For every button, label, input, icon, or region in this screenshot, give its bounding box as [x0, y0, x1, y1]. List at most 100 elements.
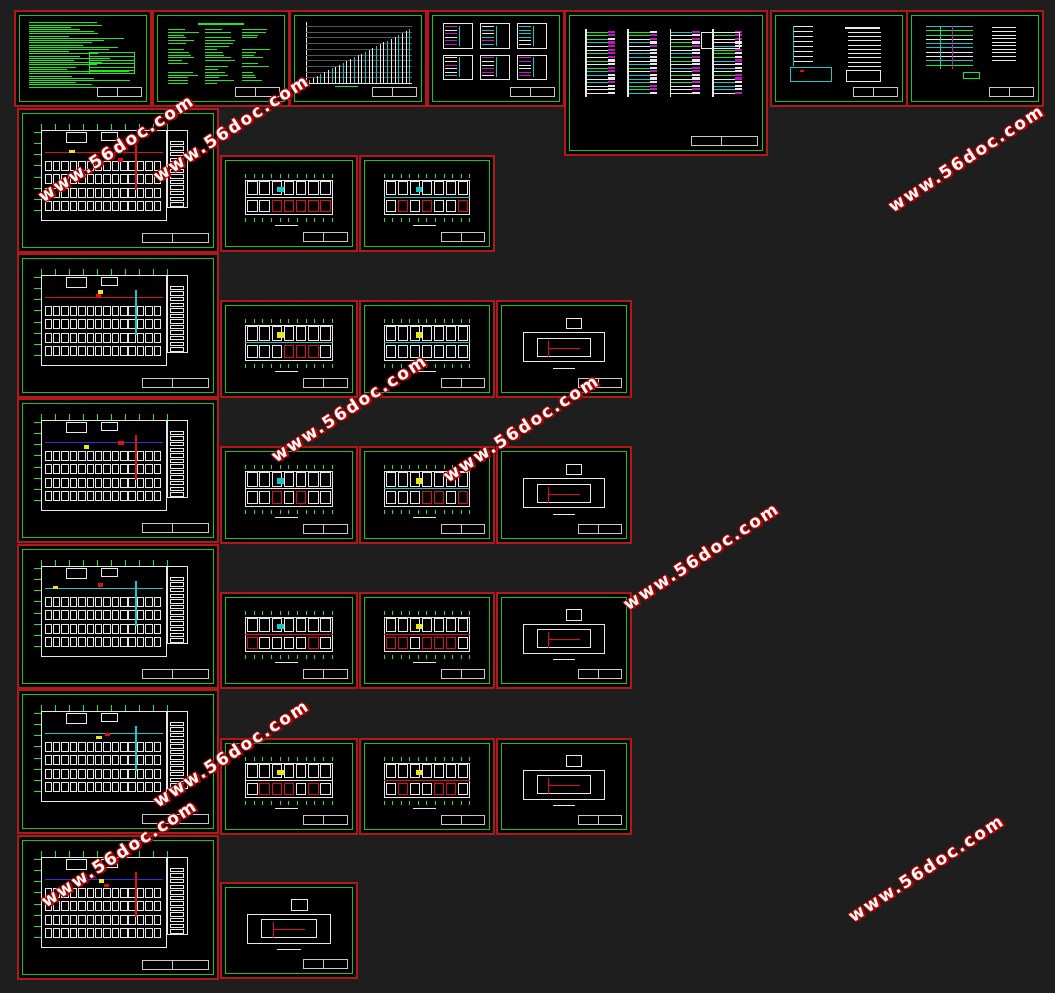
drawing-sheet-plan-rect[interactable]	[220, 446, 358, 544]
parking-bay	[103, 201, 111, 212]
parking-bay	[61, 901, 69, 912]
drawing-sheet-plan-roof[interactable]	[220, 882, 358, 979]
riser-floor-line	[926, 51, 973, 53]
plan-dimension	[434, 801, 436, 806]
plan-dimension	[460, 756, 462, 762]
notes-text-line	[167, 83, 189, 85]
drawing-sheet-notes-text[interactable]	[152, 10, 290, 107]
parking-bay	[170, 308, 185, 313]
title-block	[142, 523, 209, 533]
riser-branch	[586, 42, 608, 44]
parking-bay	[170, 313, 185, 319]
parking-bay	[103, 477, 111, 488]
parking-bay	[145, 305, 153, 316]
notes-text-line	[28, 53, 98, 55]
parking-bay	[120, 491, 128, 502]
parking-bay	[136, 174, 145, 185]
riser-device	[607, 37, 615, 41]
plan-dimension	[305, 655, 307, 660]
drawing-sheet-plan-rect[interactable]	[359, 446, 495, 544]
drawing-sheet-riser-b[interactable]	[906, 10, 1044, 107]
drawing-sheet-plan-rect[interactable]	[220, 300, 358, 398]
plan-dimension	[138, 850, 140, 857]
roof-hip	[523, 478, 537, 484]
plan-device	[97, 583, 104, 587]
plan-dimension	[452, 464, 453, 470]
plan-dimension	[41, 850, 42, 857]
plan-outline	[383, 324, 471, 361]
sheet-content	[507, 456, 621, 528]
roof-stair-core	[291, 899, 308, 911]
drawing-sheet-plan-rect[interactable]	[359, 155, 495, 252]
plan-room	[457, 472, 469, 487]
title-block	[440, 669, 485, 679]
plan-dimension	[138, 413, 140, 420]
parking-bay	[170, 576, 185, 582]
riser-branch	[713, 42, 735, 44]
drawing-sheet-plan-l[interactable]	[17, 544, 219, 689]
plan-dimension	[426, 173, 427, 179]
schematic-line	[519, 36, 531, 38]
riser-branch	[713, 35, 735, 37]
parking-bay	[145, 450, 153, 461]
parking-bay	[94, 319, 103, 330]
drawing-sheet-schematic-grid[interactable]	[427, 10, 565, 107]
drawing-sheet-notes-dense[interactable]	[14, 10, 152, 107]
drawing-sheet-plan-roof[interactable]	[496, 738, 632, 835]
plan-dimension	[138, 704, 140, 711]
parking-bay	[61, 741, 69, 752]
drawing-sheet-plan-rect[interactable]	[359, 592, 495, 689]
drawing-sheet-bar-chart[interactable]	[289, 10, 427, 107]
riser-device	[650, 48, 658, 51]
plan-room	[308, 344, 319, 358]
parking-bay	[111, 464, 120, 475]
parking-bay	[120, 319, 128, 330]
plan-dimension	[305, 464, 307, 470]
drawing-sheet-plan-rect[interactable]	[359, 300, 495, 398]
riser-device	[692, 41, 700, 44]
plan-room	[445, 763, 457, 779]
notes-text-line	[28, 48, 109, 50]
plan-dimension	[288, 218, 289, 223]
drawing-sheet-plan-roof[interactable]	[496, 592, 632, 689]
riser-device	[607, 59, 615, 62]
plan-dimension	[409, 756, 410, 762]
parking-bay	[170, 319, 185, 324]
plan-room	[283, 326, 295, 341]
notes-text-line	[28, 35, 69, 37]
riser-branch	[628, 92, 651, 94]
drawing-sheet-plan-l[interactable]	[17, 835, 219, 980]
plan-dimension	[331, 655, 333, 660]
notes-text-line	[167, 51, 189, 53]
notes-text-line	[204, 51, 224, 53]
parking-bay	[94, 887, 103, 898]
drawing-sheet-plan-l[interactable]	[17, 108, 219, 253]
plan-dimension	[331, 756, 333, 762]
schematic-bus	[458, 57, 461, 78]
plan-room	[457, 782, 469, 796]
plan-dimension	[34, 791, 42, 792]
drawing-sheet-plan-rect[interactable]	[220, 738, 358, 835]
drawing-sheet-plan-l[interactable]	[17, 253, 219, 398]
parking-bay	[120, 477, 128, 488]
schematic-line	[444, 36, 457, 38]
plan-dimension	[34, 142, 42, 144]
parking-bay	[170, 168, 185, 174]
drawing-sheet-plan-rect[interactable]	[359, 738, 495, 835]
drawing-sheet-riser-wide[interactable]	[564, 10, 768, 156]
parking-bay	[78, 319, 86, 330]
plan-room	[433, 472, 445, 487]
plan-room	[409, 199, 421, 213]
sheet-content	[507, 310, 621, 382]
drawing-sheet-plan-rect[interactable]	[220, 155, 358, 252]
drawing-sheet-plan-roof[interactable]	[496, 300, 632, 398]
plan-dimension	[452, 363, 453, 369]
drawing-sheet-plan-roof[interactable]	[496, 446, 632, 544]
drawing-sheet-plan-l[interactable]	[17, 689, 219, 834]
drawing-sheet-plan-rect[interactable]	[220, 592, 358, 689]
plan-room	[457, 490, 469, 504]
parking-bay	[86, 755, 95, 766]
drawing-sheet-riser-a[interactable]	[770, 10, 908, 107]
drawing-sheet-plan-l[interactable]	[17, 398, 219, 543]
notes-text-line	[204, 57, 231, 59]
